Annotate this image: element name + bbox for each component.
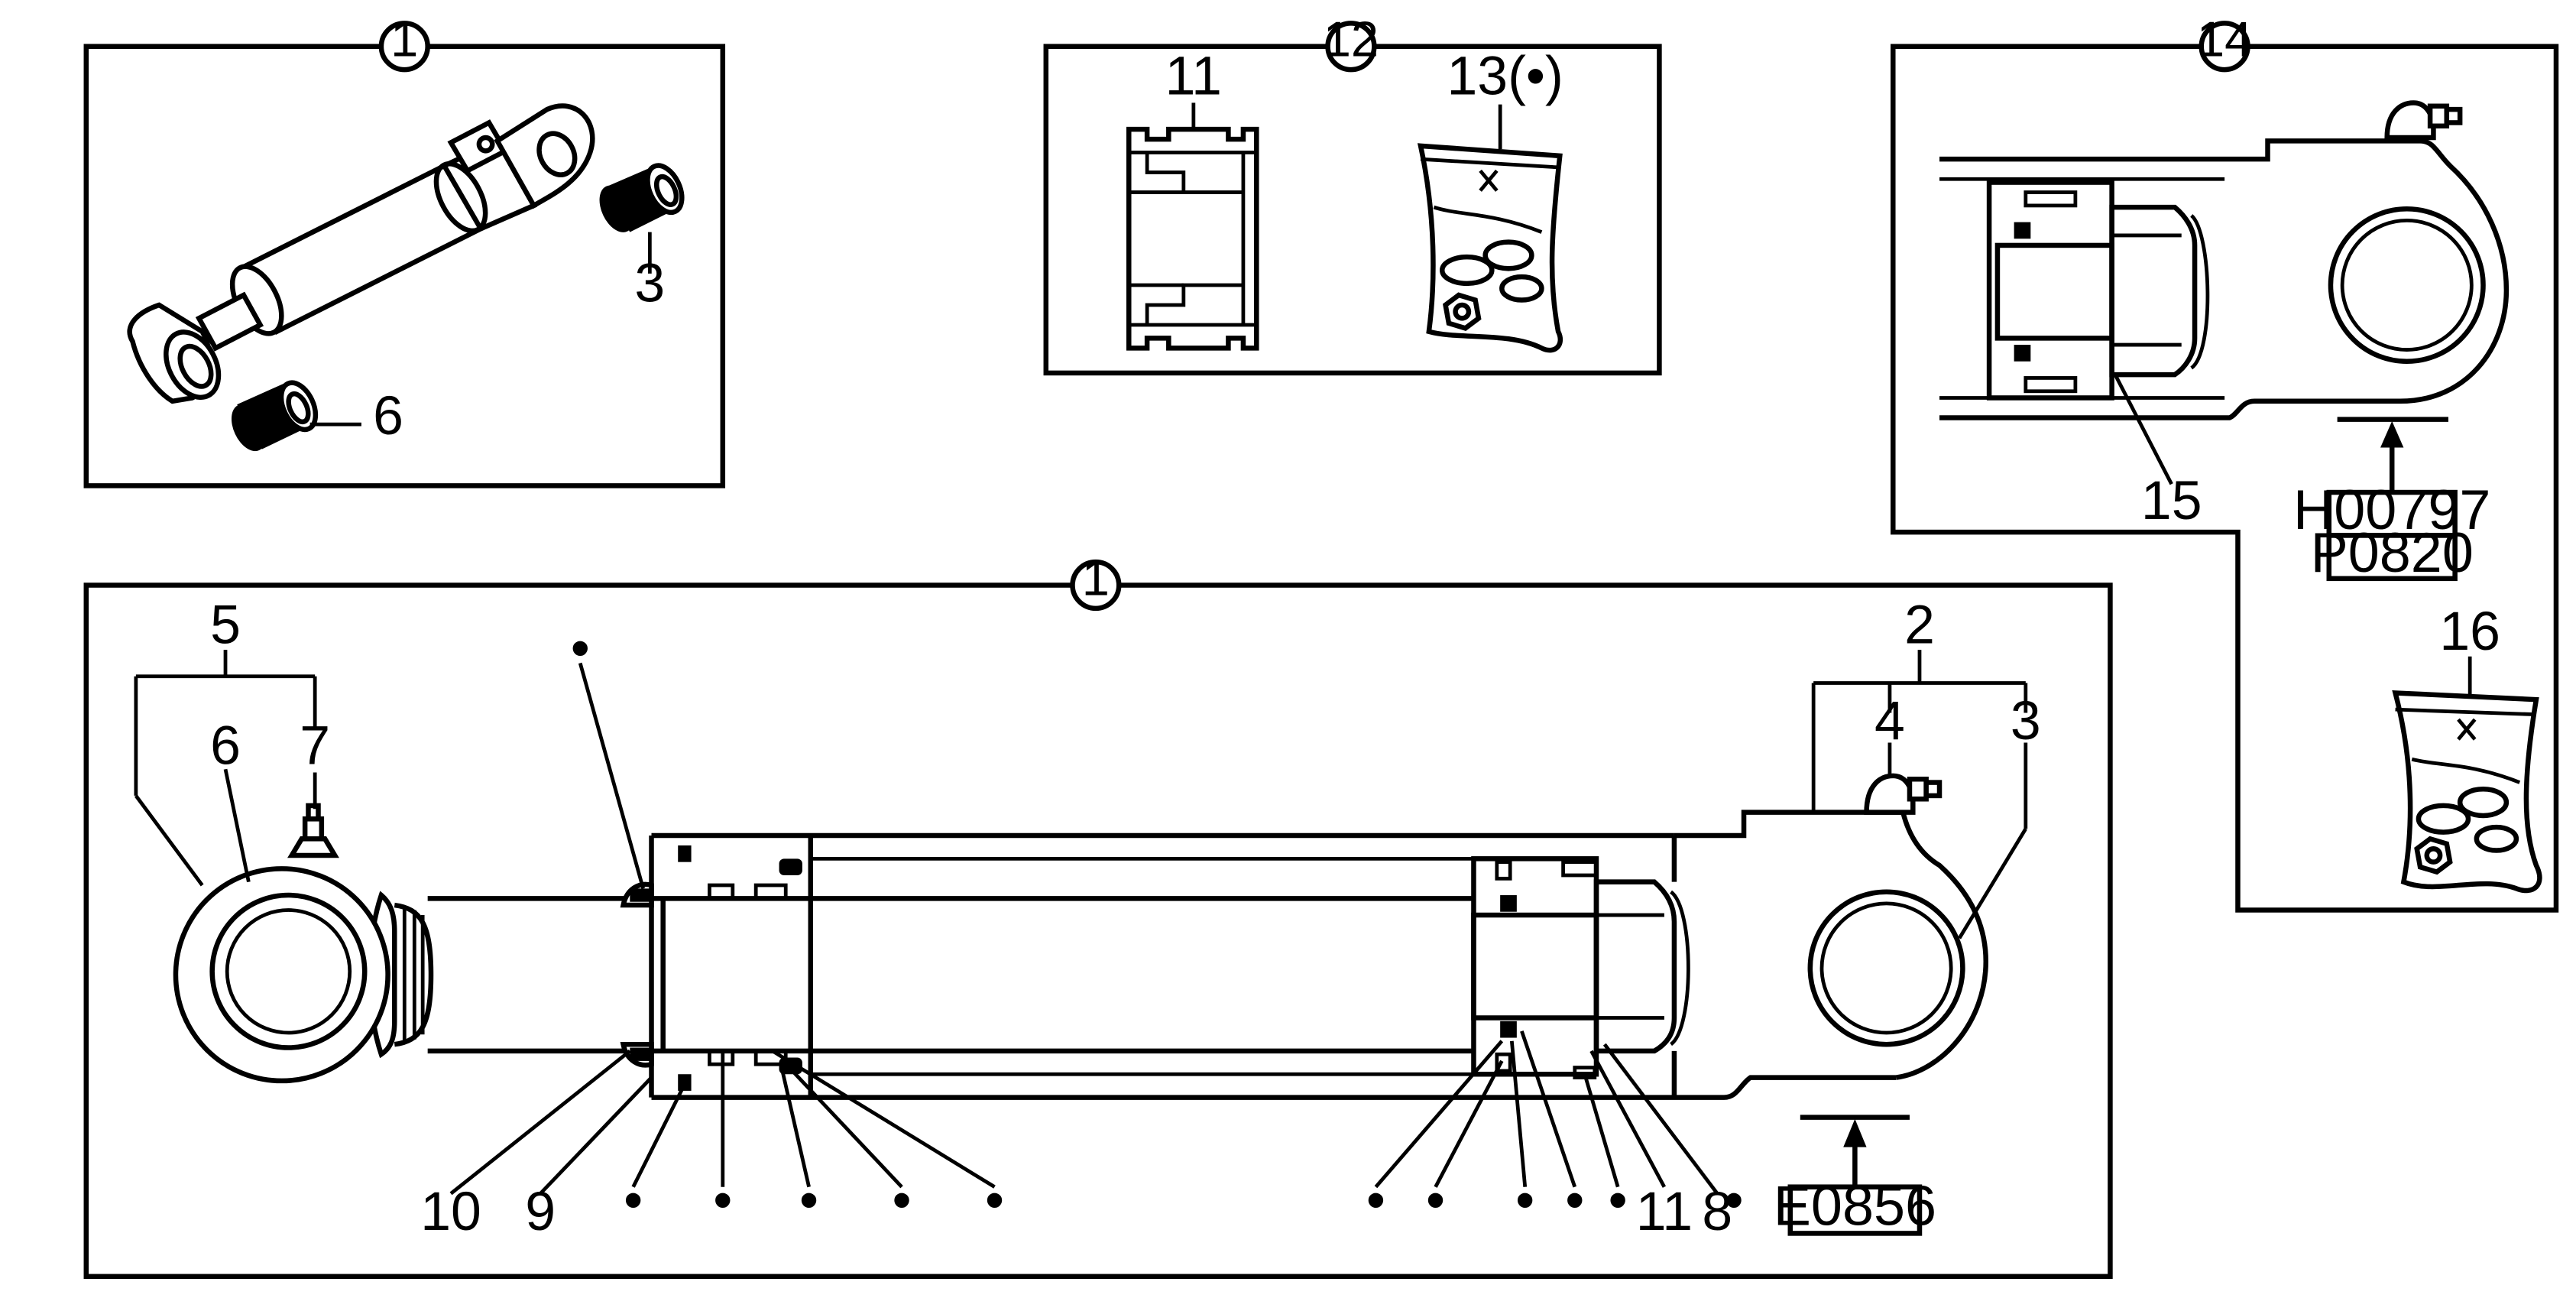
tube-end-eye — [1674, 773, 1989, 1080]
seal-dot: • — [1426, 1170, 1445, 1231]
panel-number: 1 — [390, 11, 418, 67]
panel-number: 14 — [2197, 11, 2252, 67]
label-tube-group: 2 — [1904, 594, 1935, 655]
ref-box-1 — [2326, 489, 2458, 538]
label-rod-end-group: 5 — [210, 594, 241, 655]
piston-and-nut — [1471, 835, 1690, 1098]
seal-dot: • — [624, 1170, 643, 1231]
label-piston-ring: 11 — [1636, 1181, 1693, 1242]
seal-dot: • — [799, 1170, 818, 1231]
ref-code: E0856 — [1774, 1174, 1936, 1238]
grease-nipple-detail — [2384, 100, 2463, 141]
label-seal-kit-16: 16 — [2439, 601, 2500, 662]
seal-dot: • — [1565, 1170, 1584, 1231]
label-head: 9 — [525, 1181, 556, 1242]
seal-dot: • — [1609, 1170, 1628, 1231]
panel-number-circle — [378, 21, 430, 73]
panel-number: 1 — [1082, 550, 1110, 606]
panel-number-circle — [1070, 559, 1122, 612]
panel-main-cylinder-section: 1 — [83, 550, 2113, 1280]
bushing-bottom-part — [231, 380, 319, 452]
seal-dot: • — [985, 1170, 1004, 1231]
label-wiper: 10 — [420, 1181, 481, 1242]
panel-cylinder-assembly: 1 3 — [83, 11, 726, 488]
label-bushing-bottom: 6 — [373, 385, 403, 446]
seal-dot: • — [1515, 1170, 1534, 1231]
panel-frame — [1891, 44, 2559, 913]
label-nut-detail: 15 — [2141, 470, 2202, 531]
label-bushing-top: 3 — [634, 253, 665, 314]
cylinder-iso-drawing — [127, 103, 595, 404]
seal-dot: • — [1366, 1170, 1385, 1231]
seal-dot: • — [893, 1170, 912, 1231]
panel-tube-end-detail: 14 15 H00 — [1891, 11, 2559, 913]
seal-kit-bag — [1417, 143, 1563, 353]
panel-number-circle — [2199, 21, 2250, 73]
cylinder-tube — [620, 832, 1897, 1100]
piston-nut-detail — [1986, 180, 2210, 401]
label-rod-grease-nipple: 7 — [300, 716, 330, 777]
label-tube-grease-nipple: 4 — [1874, 690, 1905, 751]
label-tube-eye: 3 — [2011, 690, 2041, 751]
label-piston: 11 — [1165, 46, 1222, 107]
panel-piston-kit: 12 11 13(•) — [1043, 11, 1662, 376]
seal-dot: • — [713, 1170, 732, 1231]
bushing-top-part — [599, 163, 685, 232]
seal-dot-top: • — [571, 618, 590, 679]
ref-box-2 — [2326, 533, 2458, 582]
rod-eye — [173, 803, 434, 1084]
ref-code-2: P0820 — [2311, 521, 2474, 584]
label-seal-kit: 13(•) — [1447, 46, 1563, 107]
seal-kit-bag-16 — [2392, 690, 2542, 894]
piston-rod — [427, 896, 1476, 1054]
label-rod-eye: 6 — [210, 716, 241, 777]
panel-number: 12 — [1324, 11, 1379, 67]
label-nut: 8 — [1702, 1181, 1732, 1242]
ref-box — [1787, 1184, 1923, 1236]
panel-number-circle — [1325, 21, 1377, 73]
seal-dot: • — [1724, 1170, 1743, 1231]
ref-code-1: H00797 — [2293, 478, 2490, 541]
piston-section — [1126, 126, 1259, 351]
